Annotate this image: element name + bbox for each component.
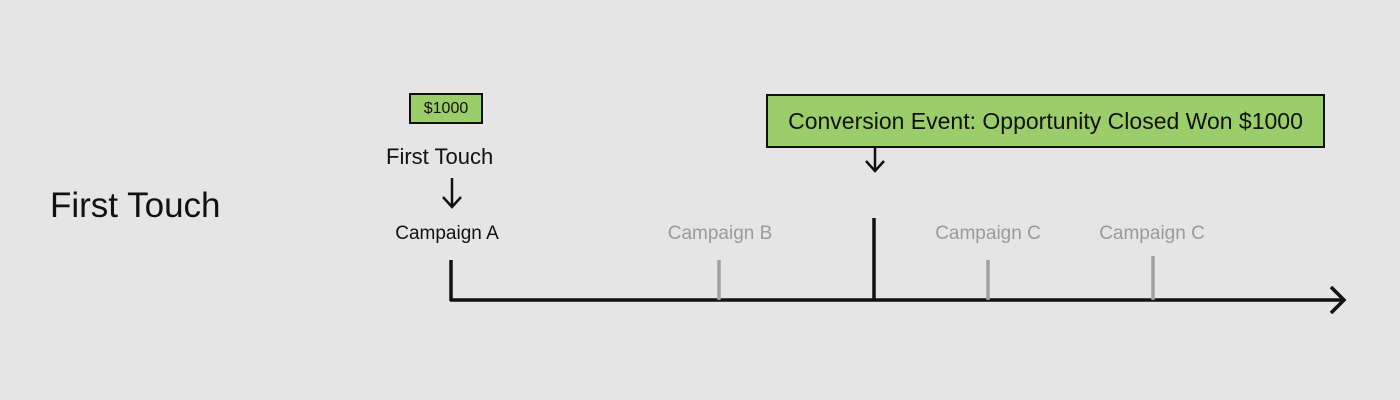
conversion-event-box: Conversion Event: Opportunity Closed Won… — [766, 94, 1325, 148]
campaign-label-c1: Campaign C — [935, 223, 1041, 244]
credit-value-badge: $1000 — [409, 93, 483, 124]
campaign-label-c2: Campaign C — [1099, 223, 1205, 244]
campaign-label-a: Campaign A — [395, 223, 499, 244]
campaign-label-b: Campaign B — [667, 223, 773, 244]
first-touch-label: First Touch — [386, 144, 494, 169]
conversion-arrow-icon — [865, 148, 885, 173]
timeline-arrowhead-icon — [1329, 285, 1347, 315]
first-touch-arrow-icon — [442, 178, 462, 209]
model-title: First Touch — [50, 186, 221, 225]
